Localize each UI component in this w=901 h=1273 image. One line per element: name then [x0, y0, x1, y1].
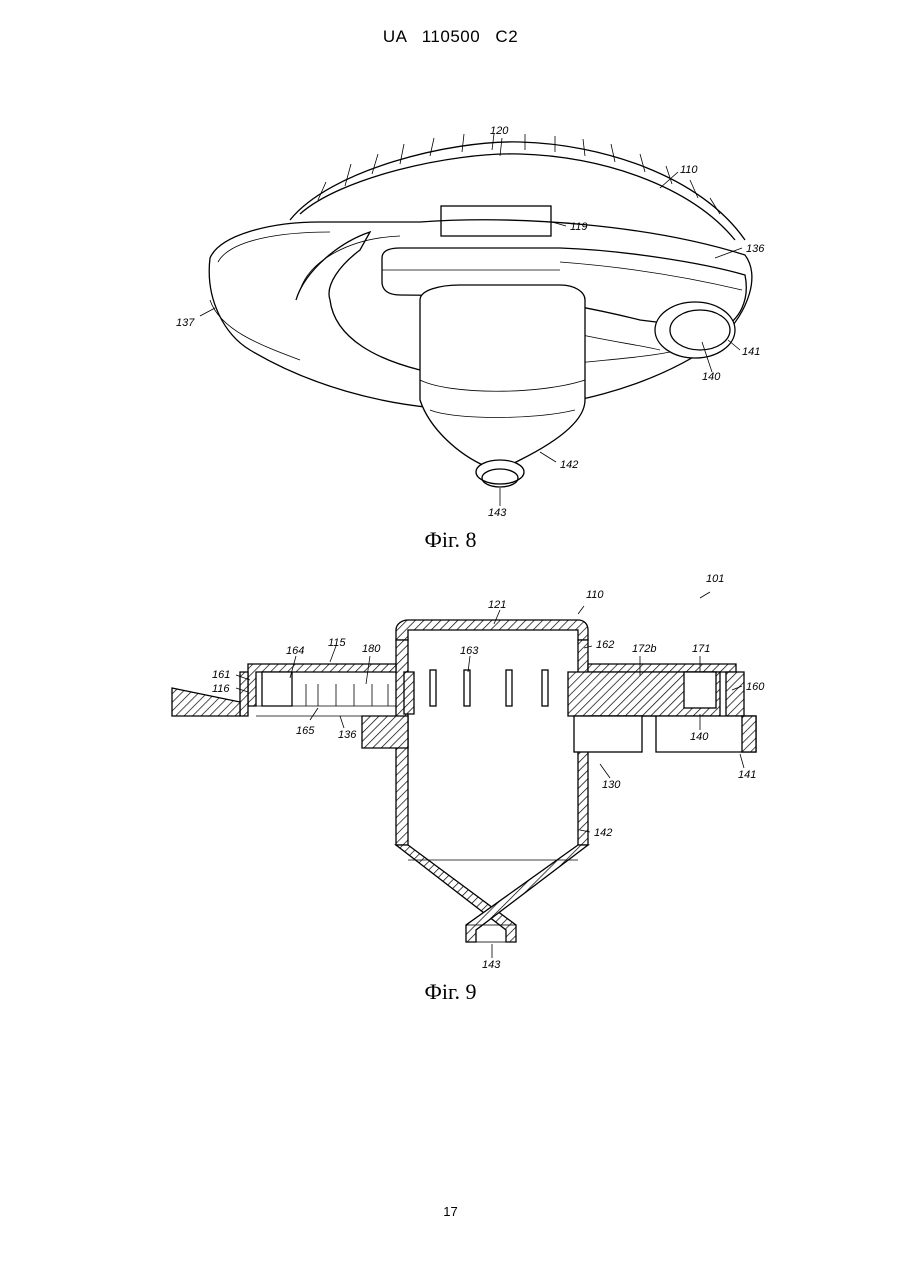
filter-fins-left — [306, 684, 388, 706]
ref-141: 141 — [738, 769, 756, 781]
ref-163: 163 — [460, 645, 479, 657]
ref-115: 115 — [328, 637, 346, 649]
ref-161: 161 — [212, 669, 230, 681]
figure-9-drawing: 101 110 121 162 115 164 180 163 172b 171… — [0, 570, 901, 990]
figure-9-caption: Фіг. 9 — [0, 979, 901, 1005]
ref-141: 141 — [742, 346, 760, 358]
ref-162: 162 — [596, 639, 614, 651]
left-housing-section — [172, 664, 414, 748]
ref-137: 137 — [176, 317, 195, 329]
central-cup-section — [396, 620, 588, 942]
ref-143: 143 — [488, 507, 507, 519]
cup-slots — [430, 670, 548, 706]
ref-140: 140 — [690, 731, 709, 743]
ref-172b: 172b — [632, 643, 656, 655]
ref-110: 110 — [680, 164, 698, 176]
ref-165: 165 — [296, 725, 315, 737]
figure-8-drawing: 120 110 119 136 137 141 140 142 143 — [0, 0, 901, 520]
ref-171: 171 — [692, 643, 710, 655]
cap-rim — [290, 134, 745, 240]
ref-142: 142 — [560, 459, 578, 471]
ref-180: 180 — [362, 643, 381, 655]
page-number: 17 — [0, 1204, 901, 1219]
side-outlet — [560, 302, 735, 365]
ref-160: 160 — [746, 681, 765, 693]
ref-121: 121 — [488, 599, 506, 611]
ref-101: 101 — [706, 573, 724, 585]
figure-8-caption: Фіг. 8 — [0, 527, 901, 553]
ref-120: 120 — [490, 125, 509, 137]
ref-142: 142 — [594, 827, 612, 839]
collection-cup — [420, 285, 585, 487]
ref-143: 143 — [482, 959, 501, 971]
ref-119: 119 — [570, 221, 588, 233]
figure-9-leaders — [236, 592, 744, 958]
ref-164: 164 — [286, 645, 304, 657]
ref-140: 140 — [702, 371, 721, 383]
ref-130: 130 — [602, 779, 621, 791]
ref-116: 116 — [212, 683, 230, 695]
ref-136: 136 — [338, 729, 357, 741]
ref-110: 110 — [586, 589, 604, 601]
right-housing-section — [568, 664, 756, 752]
ref-136: 136 — [746, 243, 765, 255]
